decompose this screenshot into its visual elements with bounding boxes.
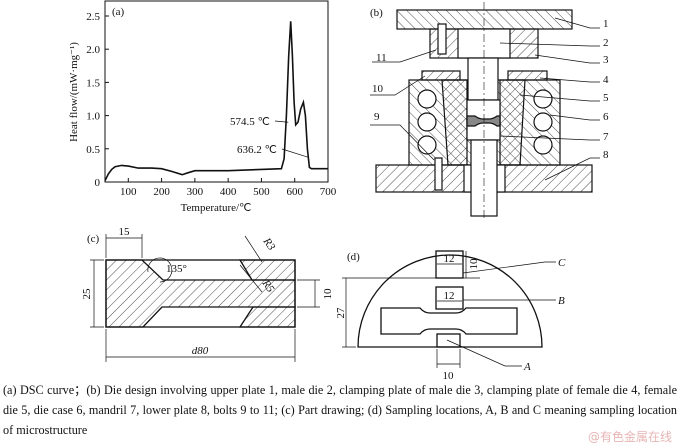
x-tick-label: 600 xyxy=(286,186,303,198)
female-die-right xyxy=(499,79,526,166)
dim-10-a: 10 xyxy=(443,370,455,380)
x-tick-label: 200 xyxy=(153,186,170,198)
part-number-label: 1 xyxy=(603,18,609,30)
specimen xyxy=(466,115,501,127)
x-axis-label: Temperature/℃ xyxy=(181,202,252,214)
part-bottom-right xyxy=(238,306,296,328)
bolt-11 xyxy=(437,23,447,55)
angle-135: 135° xyxy=(166,263,187,275)
dim-12-c: 12 xyxy=(444,253,455,265)
annotation-leader xyxy=(281,148,309,158)
y-tick-label: 1.5 xyxy=(86,77,100,89)
die-design-drawing: (b) 1 2 3 4 5 6 7 8 9 10 11 xyxy=(370,2,609,218)
clamping-plate-female-die-left xyxy=(421,70,461,81)
tensile-specimen xyxy=(380,307,518,335)
leader-lines xyxy=(370,17,600,181)
label-c: C xyxy=(558,257,566,269)
y-tick-label: 0 xyxy=(95,177,101,189)
part-number-label: 11 xyxy=(376,52,387,64)
part-number-label: 4 xyxy=(603,74,609,86)
upper-plate xyxy=(396,9,573,30)
clamping-plate-female-die-right xyxy=(507,70,548,81)
mandril-upper xyxy=(467,57,499,101)
y-tick-label: 0.5 xyxy=(86,144,100,156)
bolt-9 xyxy=(434,157,443,191)
x-tick-label: 400 xyxy=(220,186,237,198)
peak-annotation: 636.2 ℃ xyxy=(237,144,277,156)
sampling-locations-drawing: (d) 27 12 10 12 10 C B A xyxy=(335,250,566,380)
part-number-label: 10 xyxy=(372,83,384,95)
dsc-chart: (a) 100 200 300 400 500 600 700 0 0.5 1.0 1.5 2.0 2.… xyxy=(68,0,337,214)
figure-caption: (a) DSC curve；(b) Die design involving u… xyxy=(3,383,677,437)
part-number-label: 9 xyxy=(374,111,380,123)
panel-label-a: (a) xyxy=(112,6,125,18)
plot-frame xyxy=(104,0,329,183)
x-tick-label: 300 xyxy=(187,186,204,198)
x-tick-label: 700 xyxy=(320,186,337,198)
x-tick-label: 100 xyxy=(120,186,137,198)
y-tick-label: 1.0 xyxy=(86,111,100,123)
x-tick-label: 500 xyxy=(253,186,270,198)
rollers xyxy=(417,89,553,155)
peak-annotation: 574.5 ℃ xyxy=(230,116,270,128)
part-number-label: 8 xyxy=(603,149,609,161)
semicircle-section xyxy=(357,254,543,348)
annotation-leader xyxy=(274,120,289,123)
part-number-label: 6 xyxy=(603,111,609,123)
part-number-label: 5 xyxy=(603,92,609,104)
part-number-label: 2 xyxy=(603,37,609,49)
dim-d80: d80 xyxy=(192,345,209,357)
dsc-curve xyxy=(104,21,328,182)
part-number-label: 3 xyxy=(603,54,609,66)
sample-box-b xyxy=(435,286,464,310)
y-tick-label: 2.0 xyxy=(86,44,100,56)
label-a: A xyxy=(523,361,531,373)
y-axis-label: Heat flow/(mW·mg⁻¹) xyxy=(68,42,80,142)
part-drawing: (c) 15 25 10 d80 135° R3 R5 xyxy=(81,226,334,362)
label-b: B xyxy=(558,295,565,307)
panel-label-d: (d) xyxy=(347,251,360,263)
watermark: @有色金属在线 xyxy=(587,430,672,444)
dim-27: 27 xyxy=(335,307,347,319)
dim-10-c: 10 xyxy=(468,258,480,270)
part-number-label: 7 xyxy=(603,131,609,143)
radius-r3: R3 xyxy=(260,235,278,253)
panel-label-b: (b) xyxy=(370,7,383,19)
dim-15: 15 xyxy=(119,226,131,238)
dim-25: 25 xyxy=(81,288,93,300)
dim-12-b: 12 xyxy=(444,290,455,302)
figure-graphics: (a) 100 200 300 400 500 600 700 0 0.5 1.0 1.5 2.0 2.… xyxy=(68,0,609,380)
panel-label-c: (c) xyxy=(87,233,100,245)
dim-10: 10 xyxy=(322,288,334,300)
sample-area-a xyxy=(436,333,461,348)
part-top-right xyxy=(238,259,296,281)
y-tick-label: 2.5 xyxy=(86,11,100,23)
